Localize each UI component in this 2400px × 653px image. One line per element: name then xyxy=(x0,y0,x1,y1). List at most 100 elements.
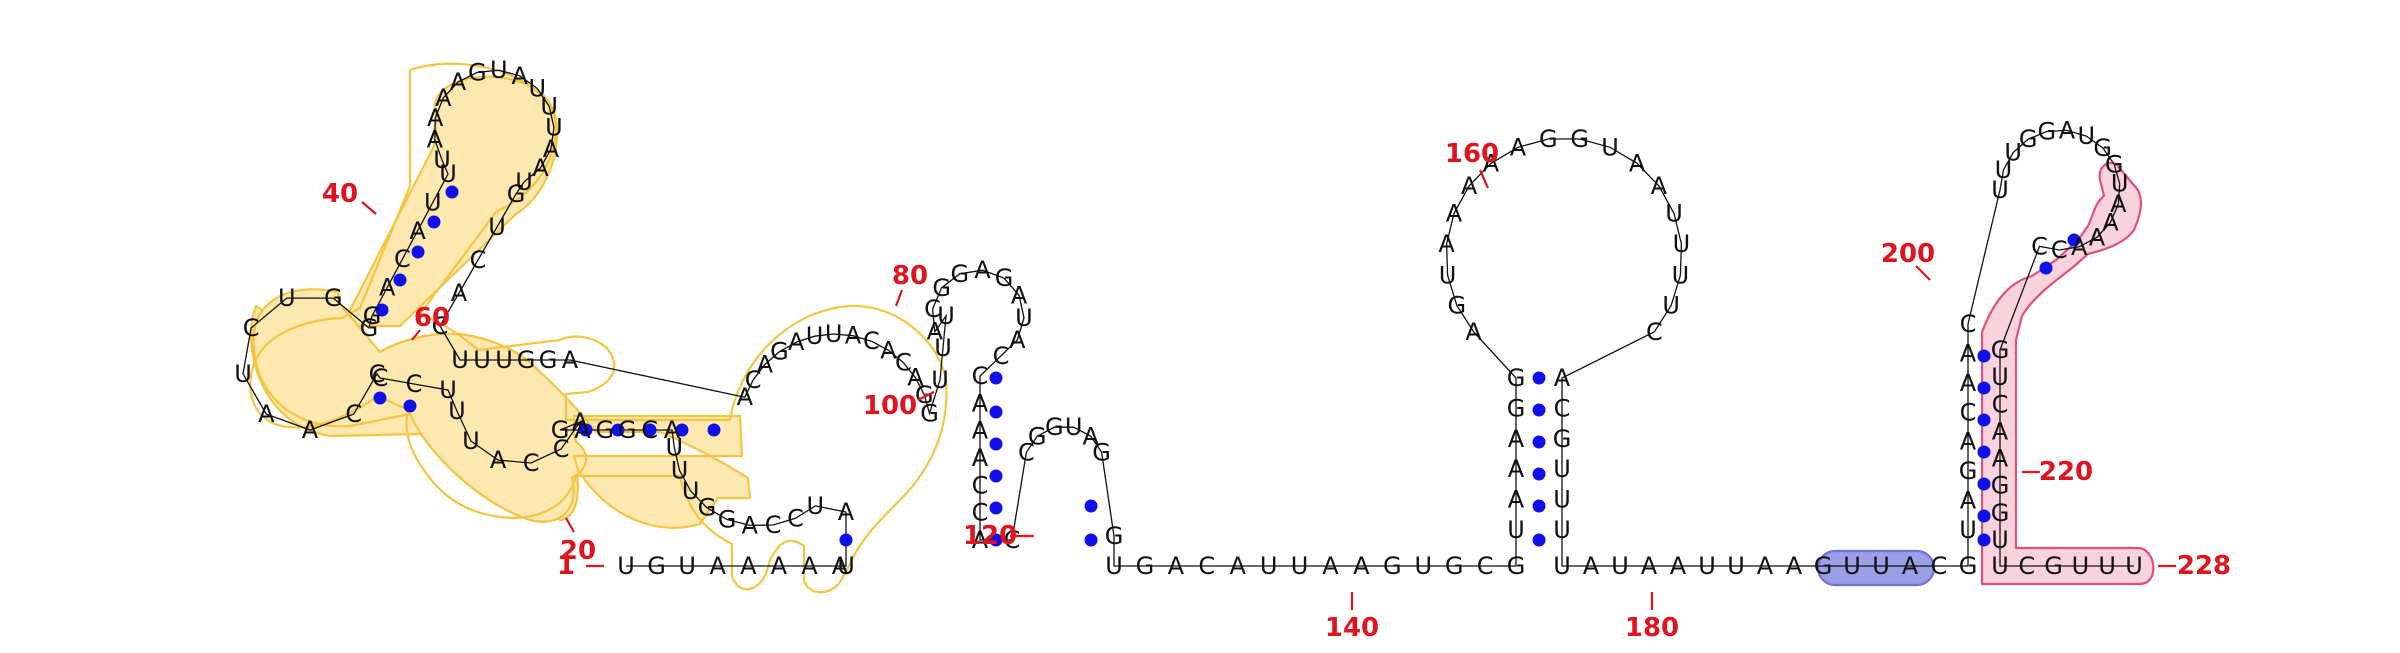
nucleotide: C xyxy=(1554,394,1571,422)
nucleotide: G xyxy=(1383,552,1402,580)
nucleotide: A xyxy=(1508,455,1525,483)
nucleotide: A xyxy=(572,408,589,436)
nucleotide: U xyxy=(1065,413,1083,441)
nucleotide: U xyxy=(931,366,949,394)
base-pair-dot xyxy=(403,399,417,413)
nucleotide: U xyxy=(666,433,684,461)
nucleotide: U xyxy=(2125,552,2143,580)
position-label-228: 228 xyxy=(2177,551,2231,581)
base-pair-dot xyxy=(1084,499,1098,513)
nucleotide: C xyxy=(972,499,989,527)
nucleotide: C xyxy=(523,449,540,477)
base-pair-dot xyxy=(411,245,425,259)
nucleotide: A xyxy=(2102,208,2119,236)
nucleotide: U xyxy=(473,346,491,374)
nucleotide: A xyxy=(972,417,989,445)
nucleotide: G xyxy=(507,180,526,208)
base-pair-dot xyxy=(393,273,407,287)
nucleotide: A xyxy=(2089,223,2106,251)
nucleotide: G xyxy=(468,58,487,86)
nucleotide: G xyxy=(2093,134,2112,162)
position-label-40: 40 xyxy=(322,179,358,209)
nucleotide: A xyxy=(435,84,452,112)
nucleotide: A xyxy=(1992,417,2009,445)
nucleotide: C xyxy=(243,314,260,342)
nucleotide: U xyxy=(1553,455,1571,483)
base-pair-dot xyxy=(839,533,853,547)
nucleotide: G xyxy=(1507,394,1526,422)
nucleotide: U xyxy=(451,346,469,374)
nucleotide: U xyxy=(439,376,457,404)
nucleotide: G xyxy=(1959,457,1978,485)
nucleotide: A xyxy=(1353,552,1370,580)
nucleotide: U xyxy=(490,56,508,84)
base-pair-dot xyxy=(373,391,387,405)
base-pair-dot xyxy=(989,501,1003,515)
nucleotide: C xyxy=(745,366,762,394)
position-label-140: 140 xyxy=(1325,613,1379,643)
nucleotide: G xyxy=(932,274,951,302)
nucleotide: C xyxy=(972,362,989,390)
nucleotide: U xyxy=(2072,552,2090,580)
nucleotide: A xyxy=(1011,281,1028,309)
nucleotide: G xyxy=(1507,552,1526,580)
nucleotide: A xyxy=(2110,190,2127,218)
tick-20 xyxy=(565,517,575,533)
nucleotide: U xyxy=(1414,552,1432,580)
nucleotide: C xyxy=(863,327,880,355)
nucleotide: U xyxy=(1843,552,1861,580)
nucleotide: A xyxy=(1960,369,1977,397)
nucleotide: G xyxy=(324,284,343,312)
nucleotide: A xyxy=(451,279,468,307)
nucleotide: A xyxy=(737,383,754,411)
nucleotide: U xyxy=(1507,516,1525,544)
nucleotide: A xyxy=(880,336,897,364)
nucleotide: C xyxy=(972,471,989,499)
nucleotide: A xyxy=(1508,425,1525,453)
nucleotide: G xyxy=(1136,552,1155,580)
nucleotide: U xyxy=(806,322,824,350)
nucleotide: A xyxy=(427,104,444,132)
nucleotide: C xyxy=(2051,236,2068,264)
nucleotide: A xyxy=(832,552,849,580)
nucleotide: A xyxy=(1960,339,1977,367)
nucleotide: A xyxy=(927,318,944,346)
backbone-line xyxy=(242,69,2134,567)
nucleotide: U xyxy=(2098,552,2116,580)
nucleotide: U xyxy=(1439,261,1457,289)
base-pair-dot xyxy=(1532,533,1546,547)
nucleotide: A xyxy=(1446,199,1463,227)
base-pair-dot xyxy=(675,423,689,437)
nucleotide: G xyxy=(647,552,666,580)
nucleotide: G xyxy=(920,399,939,427)
nucleotide: U xyxy=(540,92,558,120)
base-pair-dot xyxy=(2067,233,2081,247)
base-pairs-layer xyxy=(373,185,2081,547)
tick-40 xyxy=(361,201,377,215)
tick-60 xyxy=(411,329,421,341)
nucleotide: G xyxy=(2019,125,2038,153)
position-label-160: 160 xyxy=(1445,139,1499,169)
tick-200 xyxy=(1915,265,1931,281)
nucleotide: G xyxy=(950,260,969,288)
nucleotide: A xyxy=(574,416,591,444)
nucleotide: A xyxy=(1992,445,2009,473)
nucleotide: U xyxy=(1991,552,2009,580)
nucleotide: C xyxy=(1477,552,1494,580)
nucleotide: U xyxy=(678,552,696,580)
nucleotide: U xyxy=(837,552,855,580)
nucleotide: A xyxy=(1465,318,1482,346)
nucleotide: G xyxy=(995,264,1014,292)
nucleotide: A xyxy=(1508,486,1525,514)
nucleotide: U xyxy=(1727,552,1745,580)
nucleotide: U xyxy=(1698,552,1716,580)
nucleotide: U xyxy=(1672,261,1690,289)
nucleotide: C xyxy=(432,312,449,340)
nucleotide: A xyxy=(1554,364,1571,392)
nucleotide: U xyxy=(278,284,296,312)
nucleotide: G xyxy=(915,381,934,409)
highlight-yellow-region xyxy=(249,75,752,529)
nucleotide: U xyxy=(448,397,466,425)
tick-160 xyxy=(1478,169,1490,189)
